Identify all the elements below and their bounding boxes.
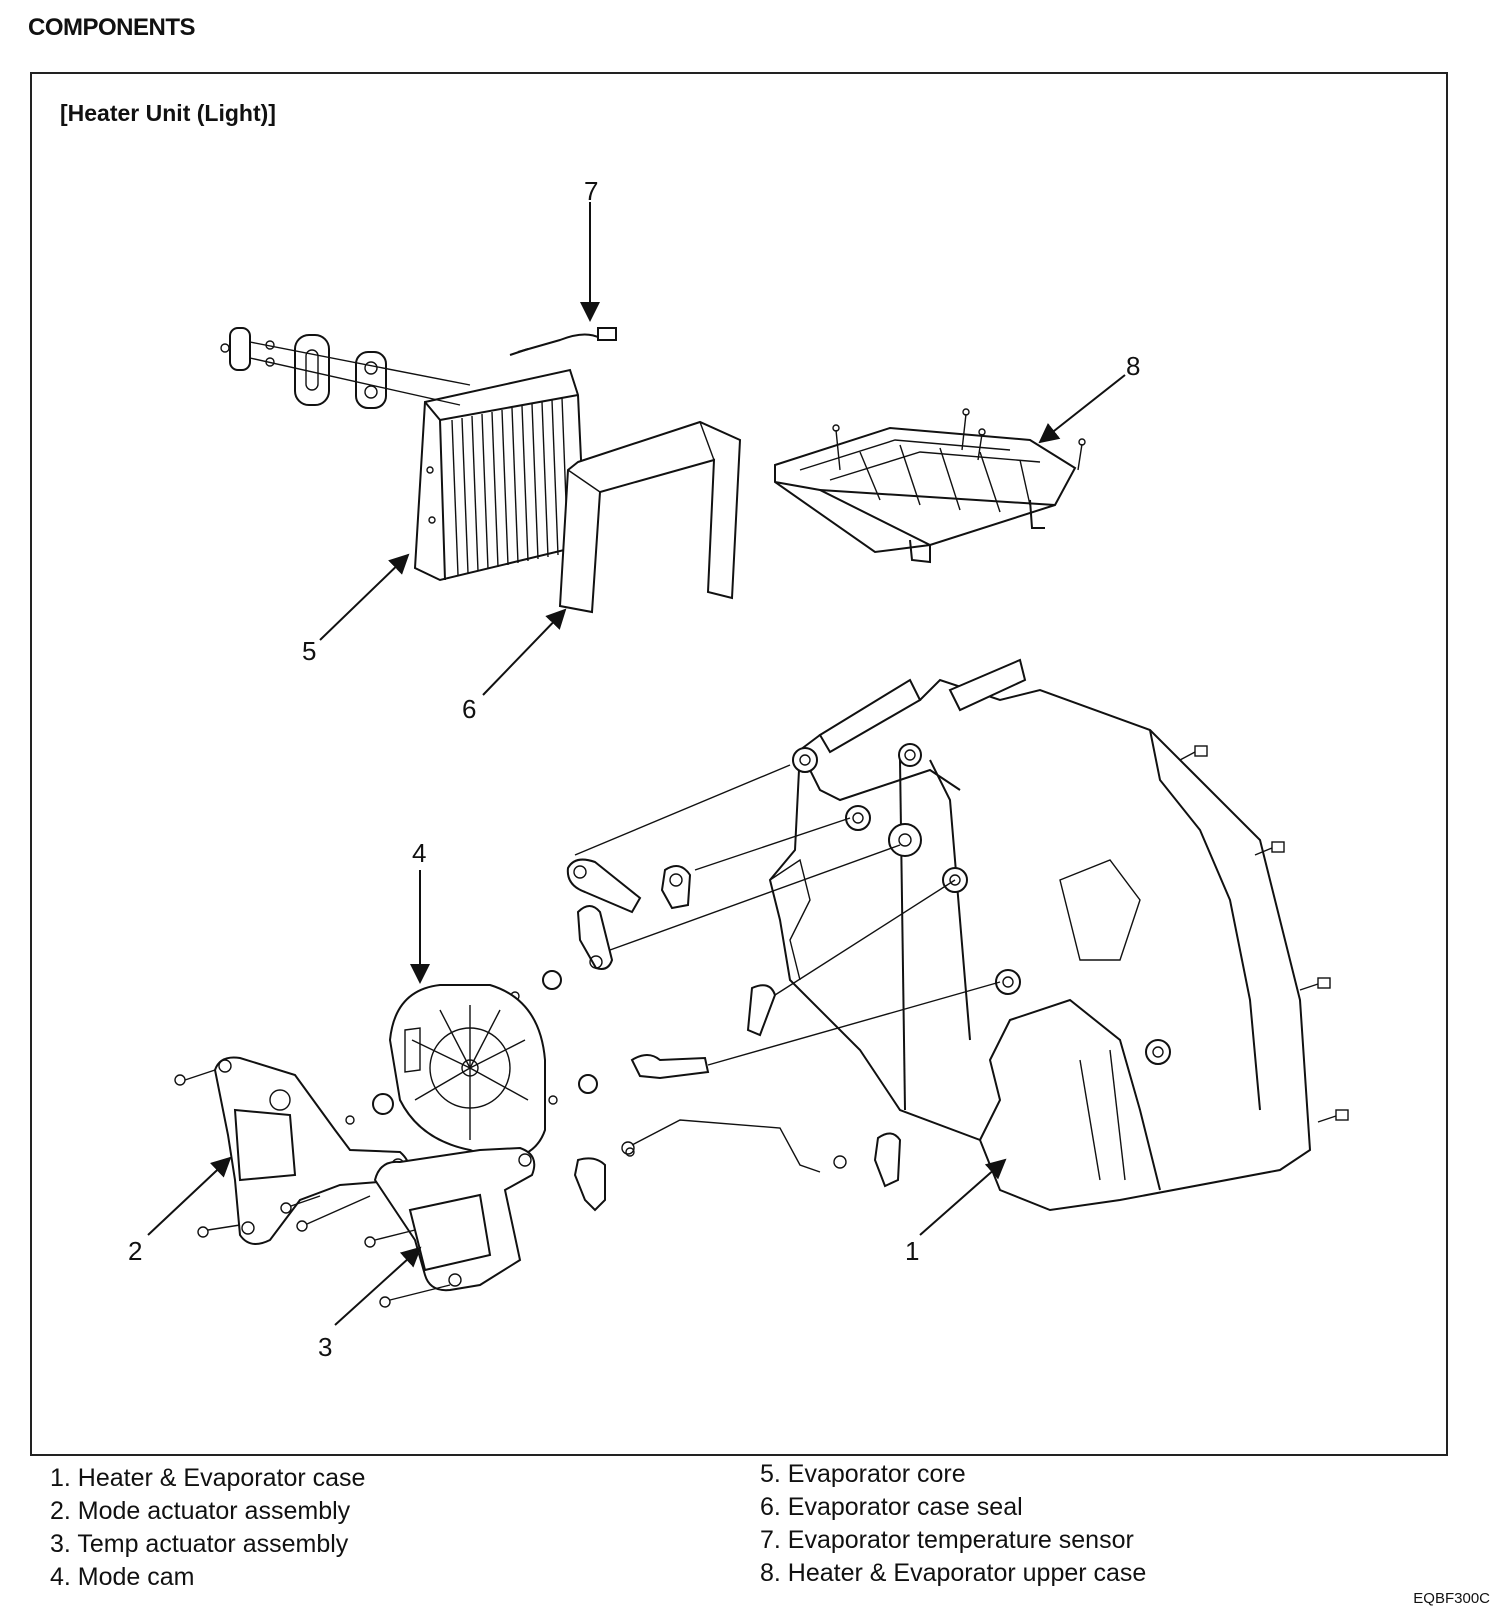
figure-code: EQBF300C: [1413, 1590, 1490, 1607]
callout-5: 5: [302, 636, 316, 666]
lever-links-part: [345, 764, 1001, 1212]
diagram-subtitle: [Heater Unit (Light)]: [60, 100, 276, 126]
legend-item-7: 7. Evaporator temperature sensor: [760, 1526, 1134, 1554]
legend-right: 5. Evaporator core 6. Evaporator case se…: [760, 1458, 1146, 1590]
callout-6: 6: [462, 694, 476, 724]
page-title: COMPONENTS: [28, 14, 196, 41]
evaporator-case-seal-part: [558, 420, 742, 614]
legend-item-3: 3. Temp actuator assembly: [50, 1530, 349, 1558]
callout-1: 1: [905, 1236, 919, 1266]
callout-7: 7: [584, 176, 598, 206]
legend-item-2: 2. Mode actuator assembly: [50, 1497, 351, 1525]
legend-item-8: 8. Heater & Evaporator upper case: [760, 1559, 1147, 1587]
temperature-sensor-part: [509, 327, 617, 356]
temp-actuator-part: [364, 1146, 536, 1308]
diagram-frame: [30, 72, 1448, 1456]
legend-item-6: 6. Evaporator case seal: [760, 1493, 1023, 1521]
mode-cam-part: [388, 984, 546, 1162]
heater-evaporator-case-part: [768, 658, 1349, 1212]
legend-item-1: 1. Heater & Evaporator case: [50, 1464, 366, 1492]
mode-actuator-part: [174, 1056, 410, 1245]
legend-item-5: 5. Evaporator core: [760, 1460, 966, 1488]
upper-case-part: [774, 408, 1086, 564]
callout-4: 4: [412, 838, 426, 868]
legend-left: 1. Heater & Evaporator case 2. Mode actu…: [50, 1462, 365, 1594]
evaporator-core-part: [220, 327, 587, 582]
callout-8: 8: [1126, 351, 1140, 381]
callout-leaders: [147, 202, 1126, 1326]
callout-3: 3: [318, 1332, 332, 1362]
callout-2: 2: [128, 1236, 142, 1266]
legend-item-4: 4. Mode cam: [50, 1563, 195, 1591]
